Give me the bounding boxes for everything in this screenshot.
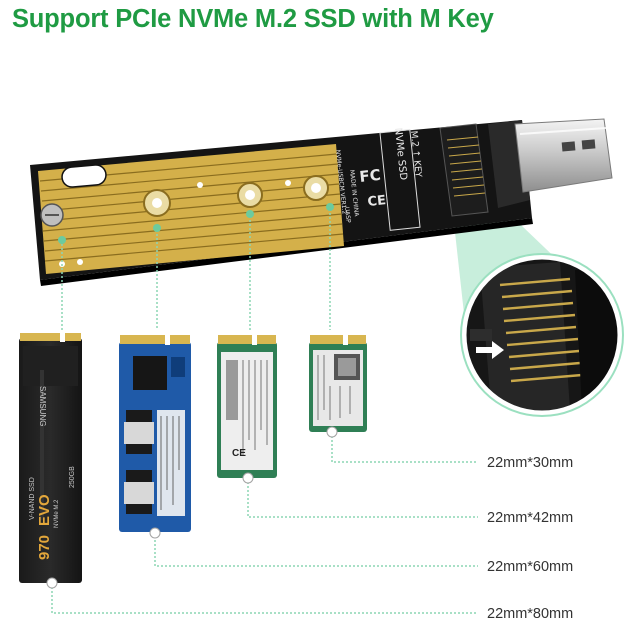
label-highlight	[40, 370, 44, 520]
label-lines	[160, 416, 180, 510]
card-brand: SAMSUNG	[38, 386, 47, 426]
gold-ground-plane	[38, 144, 344, 274]
screw-slot	[61, 164, 107, 188]
key-notch	[343, 333, 348, 345]
mount-notch	[149, 527, 161, 539]
magnifier	[460, 253, 624, 417]
side-strip	[171, 357, 185, 377]
mount-notch	[46, 577, 58, 589]
ssd-card-2242: CE	[217, 333, 277, 484]
card-contacts	[20, 333, 81, 341]
size-label-60: 22mm*60mm	[487, 559, 574, 575]
anchor-dots	[58, 203, 334, 244]
barcode	[226, 360, 238, 420]
card-interface: NVMe M.2	[54, 499, 60, 528]
via-dot	[285, 180, 291, 186]
card-model-suffix: EVO	[36, 494, 53, 526]
pcb-edge	[40, 218, 533, 286]
marking-ce: CE	[367, 193, 387, 210]
size-label-80: 22mm*80mm	[487, 606, 574, 622]
size-label-42: 22mm*42mm	[487, 510, 574, 526]
ssd-card-2280: SAMSUNG V-NAND SSD 970 EVO NVMe M.2 250G…	[19, 331, 82, 589]
leader-size-60	[154, 532, 478, 567]
card-capacity: 250GB	[69, 466, 76, 488]
mount-notch	[242, 472, 254, 484]
usb-window	[581, 139, 596, 150]
via-dot	[77, 259, 83, 265]
mount-hole-2230-inner	[311, 183, 321, 193]
key-notch	[252, 333, 257, 345]
usb-plug-metal	[514, 118, 613, 193]
card-contacts	[310, 335, 366, 344]
adapter-board: NVMe SSD M.2 ↑ KEY FC CE MADE IN CHINA U…	[30, 118, 613, 286]
gold-stripe-pattern	[39, 153, 344, 262]
usb-window	[561, 141, 576, 152]
m2-connector	[439, 123, 489, 217]
leader-lines	[51, 205, 478, 614]
card-product-line: V-NAND SSD	[29, 477, 36, 520]
key-notch	[60, 331, 65, 342]
marking-made-in-china: MADE IN CHINA	[348, 169, 360, 217]
ce-mark: CE	[232, 448, 246, 459]
magnifier-outline	[460, 253, 624, 417]
mount-hole-2242-inner	[245, 190, 255, 200]
label-lines	[317, 355, 351, 420]
via-dot	[197, 182, 203, 188]
marking-uasp: UASP	[343, 206, 352, 223]
size-label-30: 22mm*30mm	[487, 455, 574, 471]
magnifier-ring	[461, 254, 623, 416]
m-key-notch-arrow-icon	[476, 341, 504, 359]
controller-chip	[133, 356, 167, 390]
label-lines	[242, 360, 268, 455]
product-label	[157, 410, 185, 516]
ssd-card-2260	[119, 333, 191, 539]
marking-m2-m-key: M.2 ↑ KEY	[408, 130, 423, 178]
mount-hole-2260-inner	[152, 198, 162, 208]
card-body	[19, 338, 82, 583]
marking-fc: FC	[359, 166, 382, 186]
card-model-number: 970	[36, 535, 53, 560]
headline: Support PCIe NVMe M.2 SSD with M Key	[12, 5, 494, 33]
card-contacts	[120, 335, 190, 344]
ssd-card-2230	[309, 333, 367, 438]
controller-area	[23, 346, 78, 386]
card-contacts	[218, 335, 276, 344]
qr-code-inner	[338, 358, 356, 376]
silkscreen-box	[379, 129, 421, 231]
mount-notch	[326, 426, 338, 438]
usb-plug-highlight	[519, 127, 607, 135]
leader-size-30	[331, 432, 478, 463]
connector-pins	[446, 136, 486, 197]
nand-label	[124, 422, 154, 444]
leader-size-42	[247, 478, 478, 518]
key-notch	[165, 333, 170, 345]
nand-label	[124, 482, 154, 504]
leader-size-80	[51, 583, 478, 614]
